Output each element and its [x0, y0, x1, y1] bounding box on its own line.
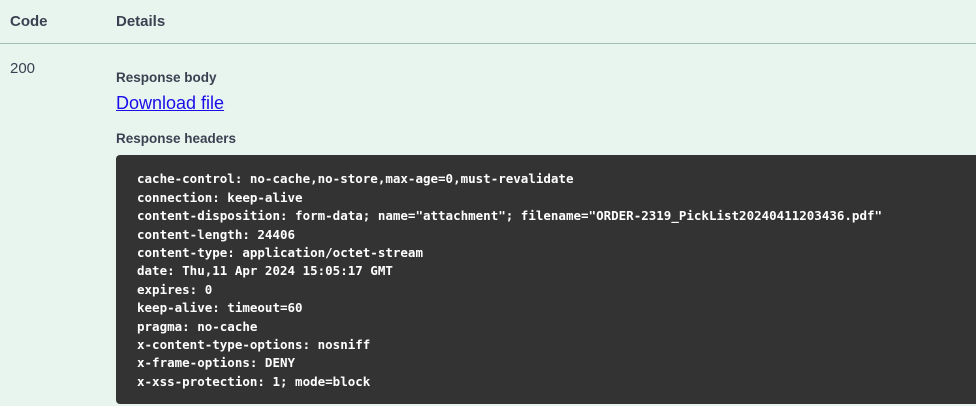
- table-row: 200 Response body Download file Response…: [0, 44, 976, 406]
- table-header-row: Code Details: [0, 0, 976, 44]
- responses-table-head: Code Details: [0, 0, 976, 44]
- column-header-code: Code: [0, 0, 116, 44]
- header-line: connection: keep-alive: [137, 189, 303, 205]
- header-line: content-type: application/octet-stream: [137, 245, 423, 261]
- response-details-cell: Response body Download file Response hea…: [116, 44, 976, 406]
- responses-table-body: 200 Response body Download file Response…: [0, 44, 976, 406]
- header-line: expires: 0: [137, 281, 213, 297]
- response-headers-label: Response headers: [116, 130, 237, 146]
- header-line: date: Thu,11 Apr 2024 15:05:17 GMT: [137, 263, 393, 279]
- download-file-link[interactable]: Download file: [116, 92, 225, 113]
- header-line: content-disposition: form-data; name="at…: [137, 208, 883, 224]
- response-details-inner: Response body Download file Response hea…: [116, 68, 976, 405]
- response-headers-block: cache-control: no-cache,no-store,max-age…: [116, 155, 976, 405]
- header-line: cache-control: no-cache,no-store,max-age…: [137, 171, 574, 187]
- header-line: pragma: no-cache: [137, 318, 258, 334]
- header-line: keep-alive: timeout=60: [137, 300, 303, 316]
- response-body-label: Response body: [116, 70, 217, 85]
- status-code: 200: [10, 60, 36, 77]
- header-line: x-frame-options: DENY: [137, 355, 296, 371]
- header-line: x-xss-protection: 1; mode=block: [137, 373, 371, 389]
- column-header-details: Details: [116, 0, 976, 44]
- response-code-cell: 200: [0, 44, 116, 406]
- header-line: x-content-type-options: nosniff: [137, 337, 371, 353]
- header-line: content-length: 24406: [137, 226, 296, 242]
